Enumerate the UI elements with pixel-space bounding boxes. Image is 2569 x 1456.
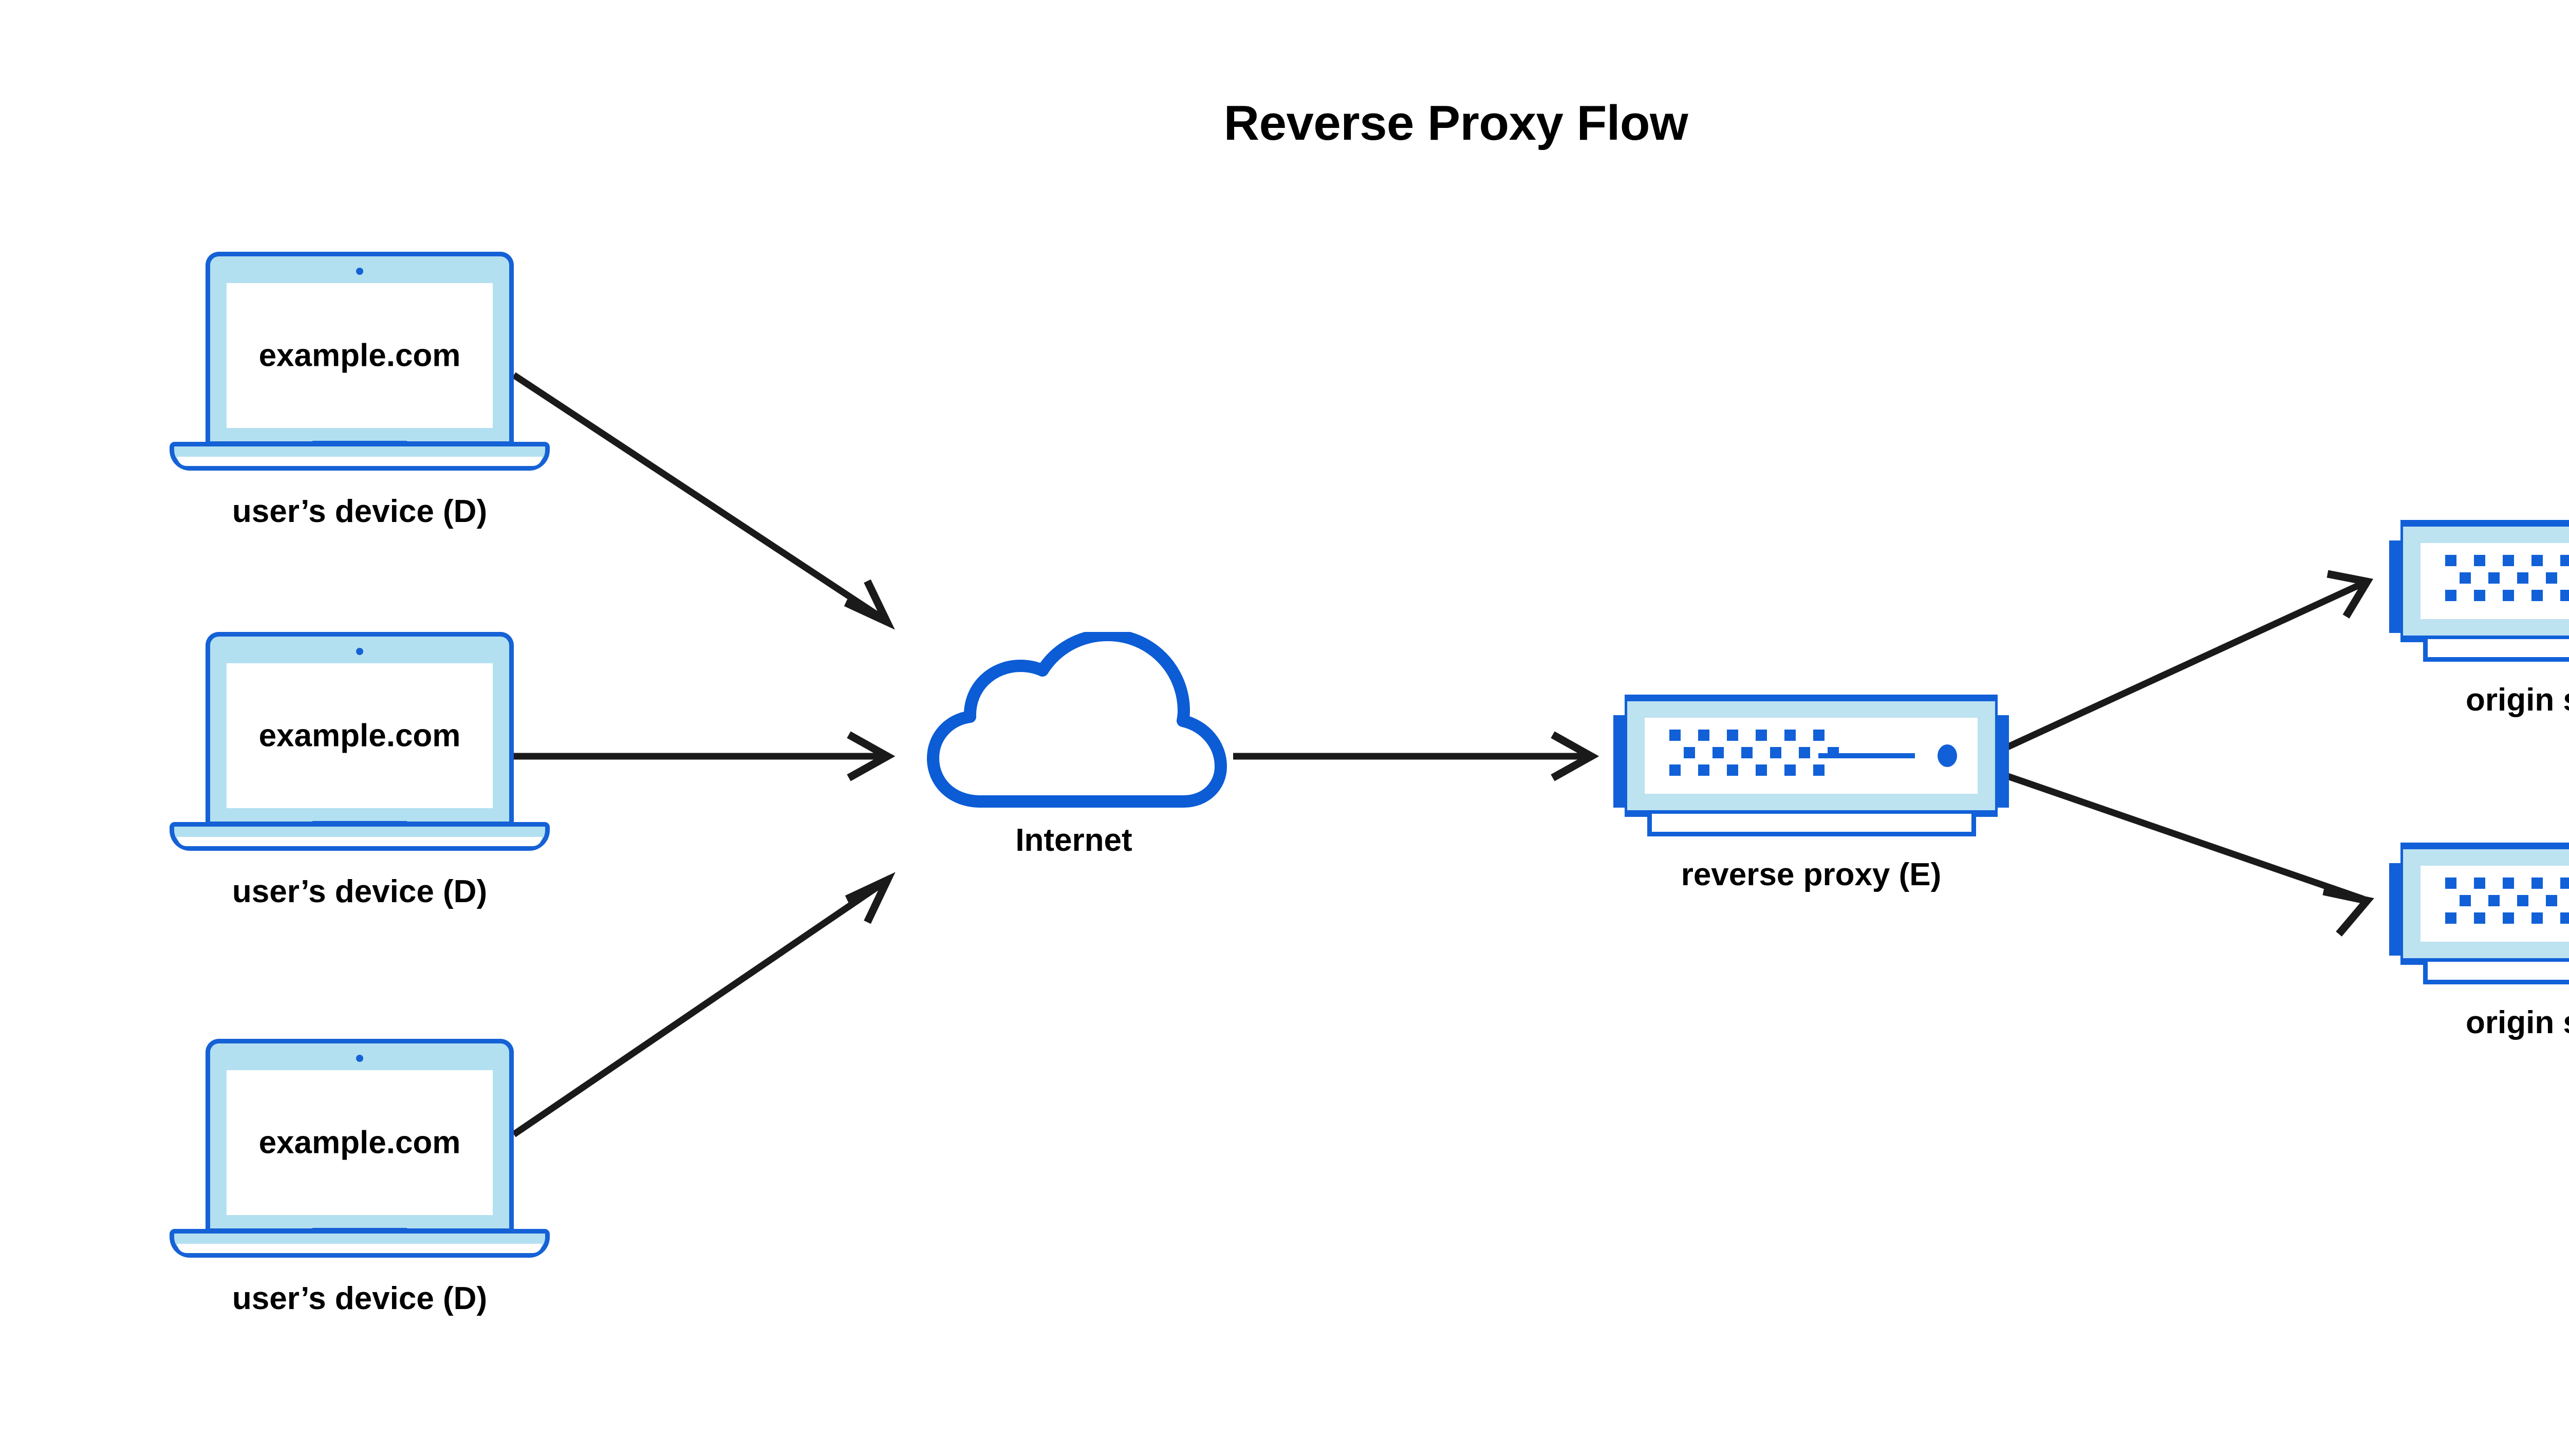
- server-panel: [2421, 866, 2569, 942]
- server-shelf: [2423, 962, 2569, 984]
- laptop-base-inner: [177, 457, 542, 466]
- node-label-origin-server-2: origin server (F): [2466, 1005, 2569, 1040]
- node-user-device-3[interactable]: example.com user’s device (D): [170, 1039, 550, 1316]
- server-panel: [2421, 543, 2569, 619]
- node-label-reverse-proxy: reverse proxy (E): [1681, 857, 1942, 892]
- laptop-base-inner: [177, 1244, 542, 1253]
- led-row: [1669, 764, 1856, 782]
- arrow-proxy-to-origin1: [2005, 570, 2373, 751]
- node-label-user-device-1: user’s device (D): [232, 494, 488, 529]
- node-origin-server-2[interactable]: origin server (F): [2389, 843, 2569, 1040]
- page-title: Reverse Proxy Flow: [1223, 96, 1688, 151]
- screen-url-text: example.com: [258, 718, 461, 754]
- camera-dot-icon: [356, 268, 363, 275]
- server-led-grid: [2445, 555, 2569, 607]
- screen-url-text: example.com: [258, 338, 461, 374]
- server-icon: [2400, 520, 2569, 642]
- laptop-base: [170, 822, 550, 851]
- led-row: [1669, 730, 1856, 747]
- laptop-base: [170, 442, 550, 471]
- server-icon: [1625, 695, 1998, 817]
- server-shelf: [1647, 814, 1976, 836]
- led-row: [2445, 590, 2569, 607]
- led-row: [2445, 912, 2569, 930]
- laptop-icon: example.com: [206, 632, 514, 826]
- node-internet[interactable]: Internet: [920, 632, 1228, 858]
- led-row: [2460, 895, 2569, 912]
- arrow-proxy-to-origin2: [2005, 772, 2374, 937]
- server-status-bar: [1818, 753, 1915, 758]
- arrow-device1-to-internet: [512, 372, 895, 630]
- laptop-screen: example.com: [227, 283, 493, 428]
- laptop-base: [170, 1229, 550, 1258]
- node-label-user-device-2: user’s device (D): [232, 874, 488, 909]
- camera-dot-icon: [356, 648, 363, 655]
- node-origin-server-1[interactable]: origin server (F): [2389, 520, 2569, 718]
- led-row: [2445, 555, 2569, 572]
- node-user-device-1[interactable]: example.com user’s device (D): [170, 252, 550, 529]
- laptop-screen: example.com: [227, 1070, 493, 1215]
- server-led-grid: [2445, 878, 2569, 930]
- arrow-internet-to-proxy: [1233, 731, 1599, 781]
- cloud-icon: [927, 632, 1227, 808]
- laptop-screen: example.com: [227, 663, 493, 808]
- server-panel: [1645, 718, 1978, 794]
- node-user-device-2[interactable]: example.com user’s device (D): [170, 632, 550, 909]
- screen-url-text: example.com: [258, 1125, 461, 1161]
- led-row: [2460, 572, 2569, 590]
- server-status-dot-icon: [1938, 744, 1957, 767]
- laptop-icon: example.com: [206, 252, 514, 446]
- node-label-origin-server-1: origin server (F): [2466, 682, 2569, 718]
- led-row: [2445, 878, 2569, 895]
- laptop-icon: example.com: [206, 1039, 514, 1233]
- led-row: [1684, 747, 1856, 764]
- camera-dot-icon: [356, 1055, 363, 1062]
- server-led-grid: [1669, 730, 1856, 782]
- arrow-device2-to-internet: [514, 731, 896, 781]
- laptop-base-inner: [177, 837, 542, 846]
- node-label-user-device-3: user’s device (D): [232, 1281, 488, 1316]
- server-shelf: [2423, 639, 2569, 662]
- node-label-internet: Internet: [1015, 823, 1132, 858]
- server-icon: [2400, 843, 2569, 965]
- node-reverse-proxy[interactable]: reverse proxy (E): [1613, 695, 2009, 892]
- arrow-device3-to-internet: [512, 872, 896, 1137]
